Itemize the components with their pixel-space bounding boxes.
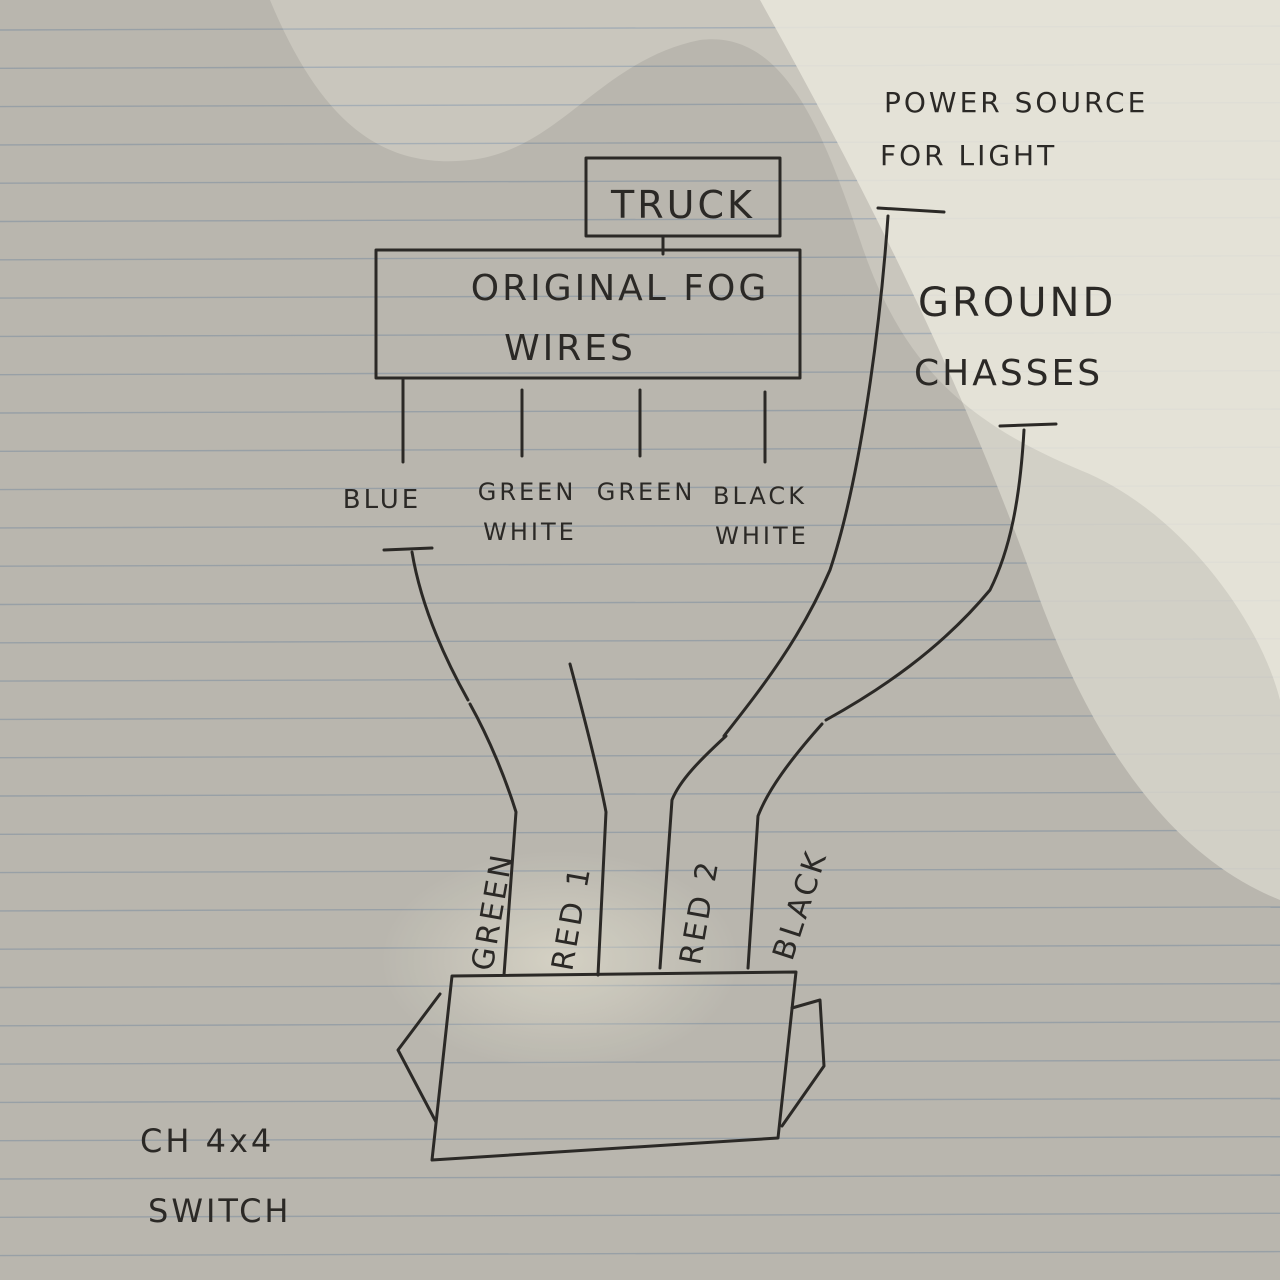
power-source-node: POWER SOURCE FOR LIGHT	[876, 86, 1148, 214]
fog-wire-labels: BLUE GREEN WHITE GREEN BLACK WHITE	[343, 478, 809, 550]
truck-box	[584, 156, 782, 238]
switch-right-clip	[780, 998, 826, 1128]
fog-wire-drops	[401, 378, 767, 464]
wire-red2-lower	[658, 734, 728, 970]
power-source-label-1: POWER SOURCE	[884, 86, 1148, 119]
ruled-line	[0, 1135, 1280, 1142]
fog-wires-label-1: ORIGINAL FOG	[471, 268, 769, 309]
wire-black-lower	[746, 722, 824, 970]
switch-label-1: CH 4x4	[140, 1122, 274, 1160]
fog-wires-box	[374, 248, 802, 380]
switch-node: CH 4x4 SWITCH	[140, 970, 826, 1230]
ground-label-1: GROUND	[918, 280, 1116, 326]
fog-wire-label-green: GREEN	[597, 478, 696, 506]
switch-label-2: SWITCH	[148, 1192, 291, 1230]
blue-terminal	[382, 546, 434, 552]
power-source-terminal	[876, 206, 946, 214]
truck-label: TRUCK	[610, 183, 755, 227]
ruled-line	[0, 1250, 1280, 1257]
ruled-line	[0, 829, 1280, 835]
ground-terminal	[998, 422, 1058, 428]
fog-wire-label-green-white-2: WHITE	[483, 518, 577, 546]
ruled-line	[0, 1212, 1280, 1219]
ruled-line	[0, 1059, 1280, 1065]
fog-wire-label-black-white-1: BLACK	[713, 482, 807, 510]
light-spot	[380, 850, 740, 1070]
fog-wires-node: ORIGINAL FOG WIRES	[374, 248, 802, 380]
ruled-line	[0, 714, 1280, 721]
light-patch	[760, 0, 1280, 900]
wire-red1	[568, 662, 608, 977]
ruled-line	[0, 791, 1280, 797]
fog-wire-label-black-white-2: WHITE	[715, 522, 809, 550]
wire-ground-to-black	[824, 428, 1026, 722]
ruled-line	[0, 676, 1280, 682]
ruled-line	[0, 1097, 1280, 1104]
fog-wire-label-green-white-1: GREEN	[478, 478, 577, 506]
switch-body	[430, 970, 798, 1162]
ruled-line	[0, 753, 1280, 759]
ground-label-2: CHASSES	[914, 353, 1103, 394]
wire-green-lower	[468, 702, 518, 977]
wire-blue-to-green	[410, 550, 470, 702]
ground-node: GROUND CHASSES	[914, 280, 1116, 428]
wire-power-to-red2	[722, 214, 890, 738]
power-source-label-2: FOR LIGHT	[880, 139, 1057, 172]
switch-left-clip	[396, 992, 442, 1124]
truck-node: TRUCK	[584, 156, 782, 238]
connection-wires	[410, 214, 1026, 977]
fog-wires-label-2: WIRES	[504, 328, 636, 369]
fog-wire-label-blue: BLUE	[343, 485, 422, 515]
ruled-line	[0, 1174, 1280, 1180]
